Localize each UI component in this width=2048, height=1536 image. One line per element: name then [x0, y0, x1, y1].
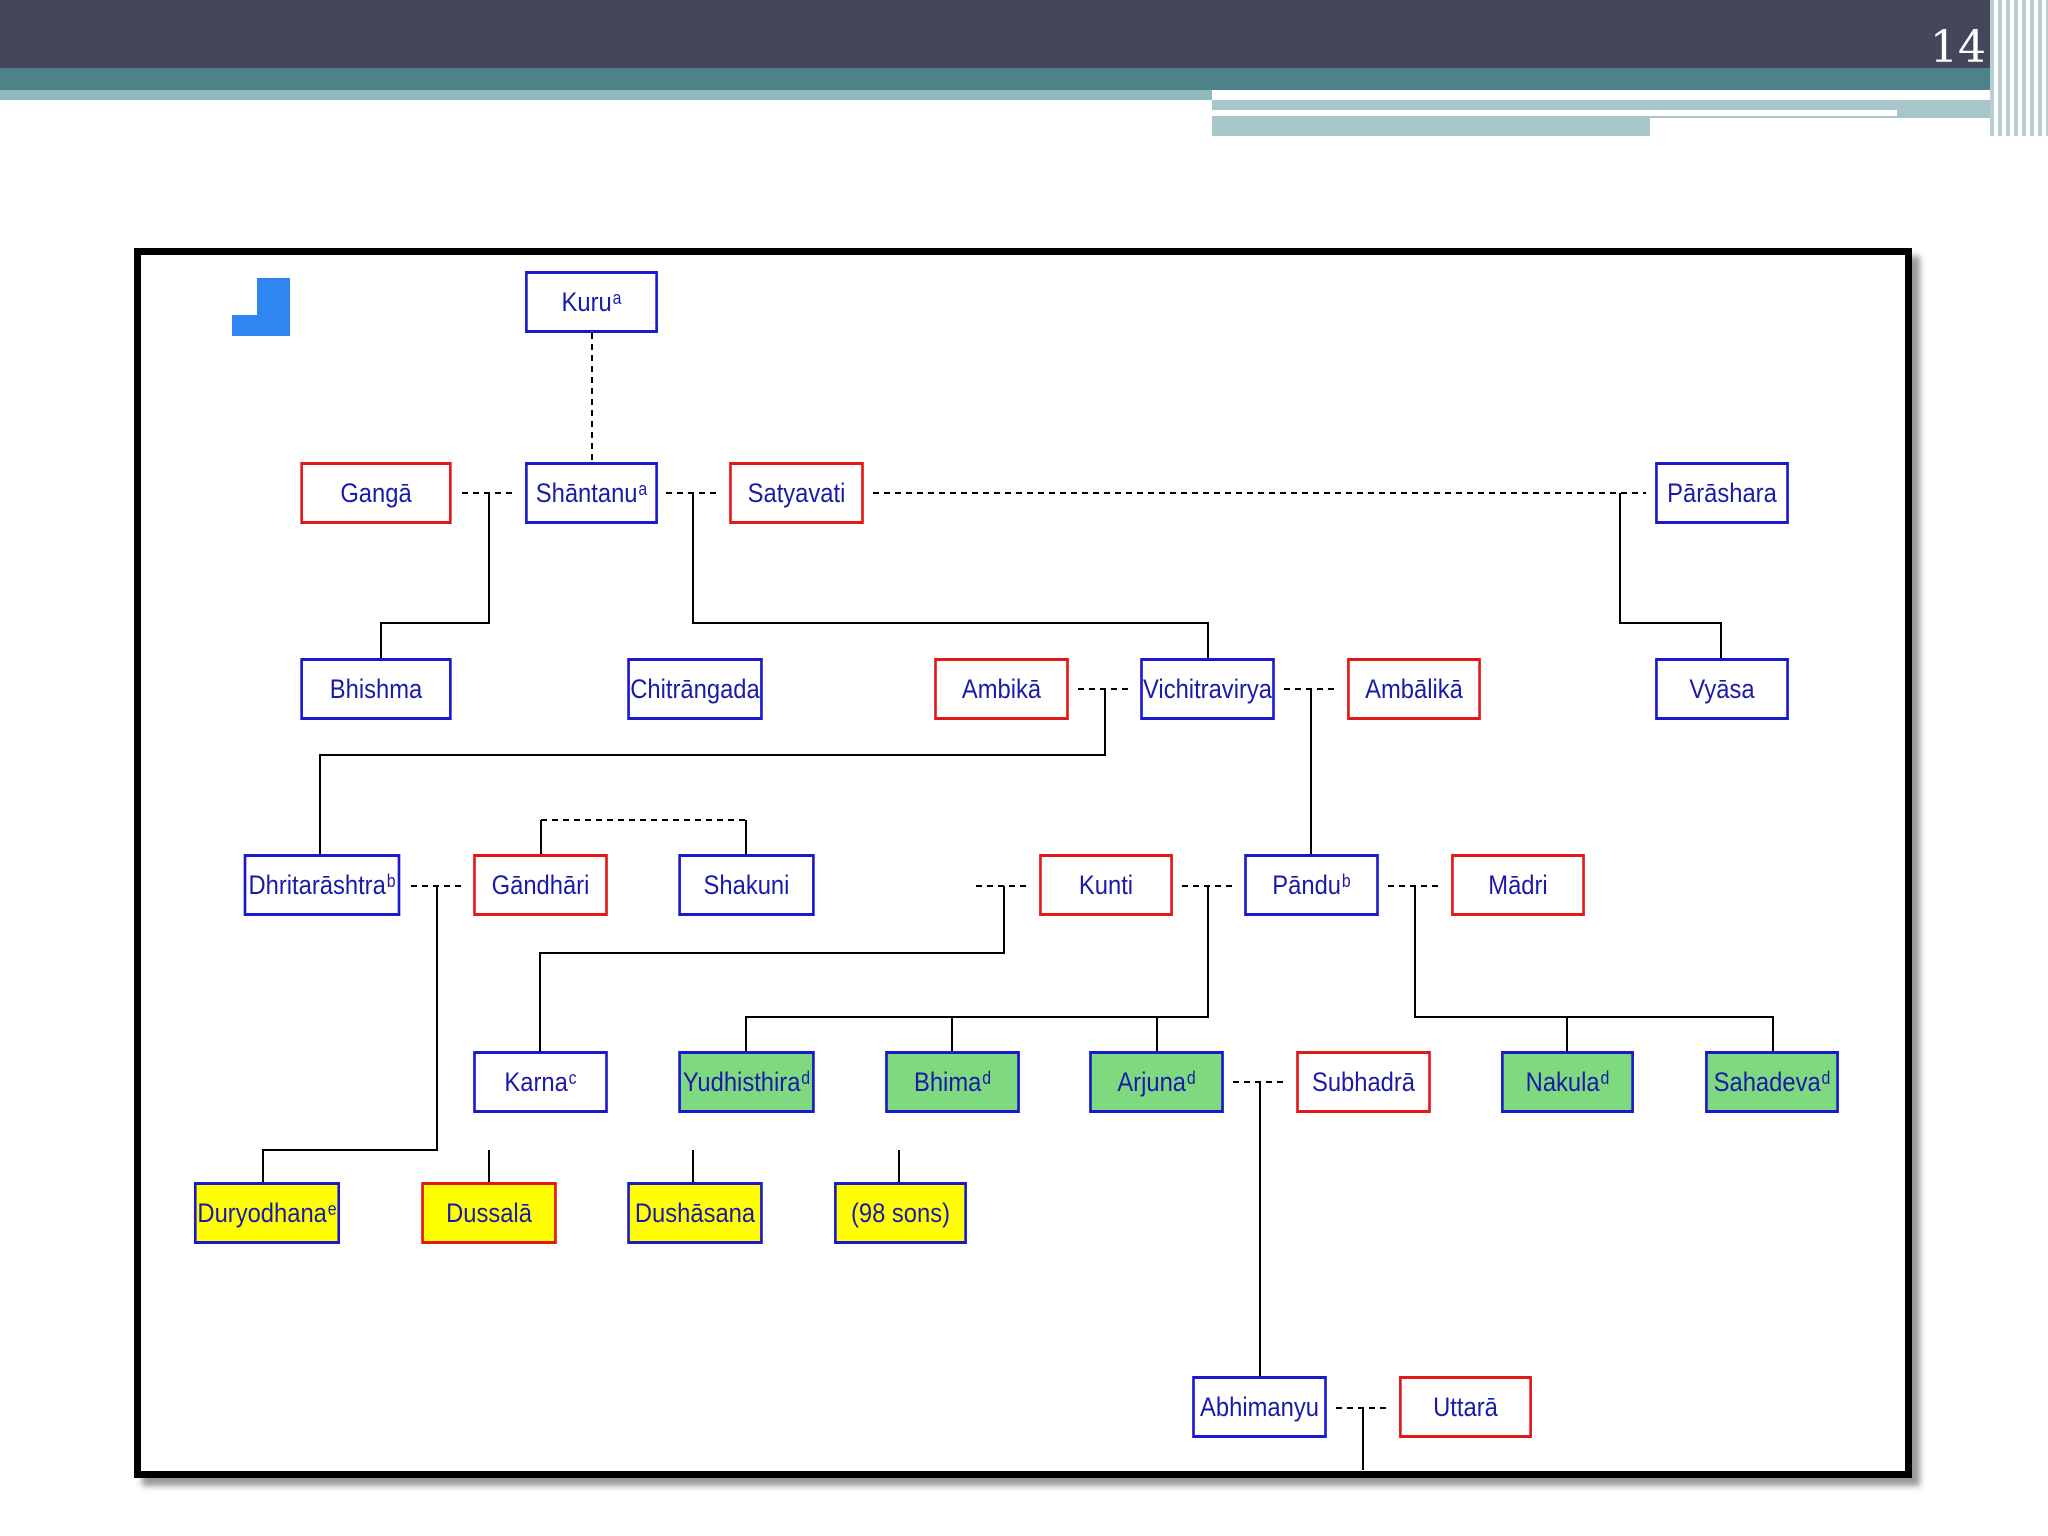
family-tree-frame — [134, 248, 1912, 1478]
header-accent-stripes — [1990, 0, 2048, 136]
node-label: Yudhisthira — [682, 1066, 801, 1097]
node-label: Dushāsana — [634, 1197, 756, 1228]
header-bar — [0, 0, 2048, 68]
node-label: Ambikā — [961, 673, 1042, 704]
node-label: Bhishma — [329, 673, 423, 704]
node-superscript: d — [1821, 1067, 1831, 1088]
node-superscript: c — [568, 1067, 577, 1088]
node-superscript: d — [1186, 1067, 1196, 1088]
node-label: Bhima — [913, 1066, 982, 1097]
node-label: Shāntanu — [535, 477, 638, 508]
node-label: Sahadeva — [1713, 1066, 1821, 1097]
node-shakuni: Shakuni — [678, 854, 815, 916]
node-label: Kuru — [561, 286, 612, 317]
node-label: Mādri — [1488, 869, 1548, 900]
node-label: Chitrāngada — [630, 673, 760, 704]
node-kunti: Kunti — [1039, 854, 1173, 916]
node-label: Vyāsa — [1689, 673, 1755, 704]
node-ambika: Ambikā — [934, 658, 1069, 720]
node-superscript: a — [638, 478, 648, 499]
node-label: Dussalā — [446, 1197, 532, 1228]
node-madri: Mādri — [1451, 854, 1585, 916]
node-label: Nakula — [1525, 1066, 1600, 1097]
page-number: 14 — [1930, 22, 1986, 73]
node-label: Pāndu — [1272, 869, 1342, 900]
node-superscript: d — [801, 1067, 811, 1088]
node-vyasa: Vyāsa — [1655, 658, 1789, 720]
node-label: Duryodhana — [197, 1197, 327, 1228]
node-label: Shakuni — [703, 869, 790, 900]
descent-lines — [262, 493, 1774, 1470]
header-accent-bar-light — [0, 90, 1212, 100]
node-label: Subhadrā — [1311, 1066, 1416, 1097]
node-superscript: b — [386, 870, 396, 891]
node-ganga: Gangā — [300, 462, 452, 524]
node-label: Gangā — [340, 477, 412, 508]
node-superscript: d — [1600, 1067, 1610, 1088]
node-label: Dhritarāshtra — [248, 869, 386, 900]
header-accent-right-lower — [1212, 118, 1650, 136]
node-label: Uttarā — [1433, 1391, 1498, 1422]
node-label: Karna — [504, 1066, 568, 1097]
node-parashara: Pārāshara — [1655, 462, 1789, 524]
node-label: Abhimanyu — [1200, 1391, 1319, 1422]
node-dushasana: Dushāsana — [627, 1182, 763, 1244]
node-label: Arjuna — [1117, 1066, 1186, 1097]
node-vichitravirya: Vichitravirya — [1140, 658, 1275, 720]
node-uttara: Uttarā — [1399, 1376, 1532, 1438]
node-gandhari: Gāndhāri — [473, 854, 608, 916]
node-satyavati: Satyavati — [729, 462, 864, 524]
node-label: Vichitravirya — [1143, 673, 1272, 704]
header-accent-line — [1212, 110, 1897, 116]
node-superscript: d — [982, 1067, 992, 1088]
node-ambalika: Ambālikā — [1347, 658, 1481, 720]
node-label: Satyavati — [747, 477, 846, 508]
node-bhishma: Bhishma — [300, 658, 452, 720]
node-label: Gāndhāri — [491, 869, 590, 900]
node-abhimanyu: Abhimanyu — [1192, 1376, 1327, 1438]
node-label: (98 sons) — [850, 1197, 951, 1228]
node-label: Pārāshara — [1667, 477, 1777, 508]
node-98-sons: (98 sons) — [834, 1182, 967, 1244]
node-superscript: b — [1341, 870, 1351, 891]
node-superscript: a — [612, 287, 622, 308]
node-chitrangada: Chitrāngada — [627, 658, 763, 720]
corner-logo-icon — [232, 278, 290, 336]
node-label: Kunti — [1078, 869, 1134, 900]
node-dussala: Dussalā — [421, 1182, 557, 1244]
header-accent-bar — [0, 68, 2048, 90]
node-subhadra: Subhadrā — [1296, 1051, 1431, 1113]
node-label: Ambālikā — [1365, 673, 1463, 704]
node-superscript: e — [327, 1198, 337, 1219]
